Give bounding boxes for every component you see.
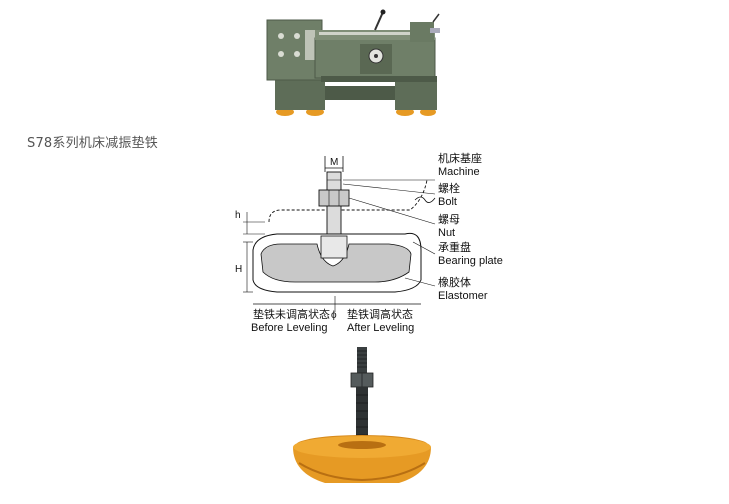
callout-elastomer-cn: 橡胶体 — [438, 275, 471, 289]
state-after-cn: 垫铁调高状态 — [347, 307, 413, 321]
dim-h-large: H — [235, 264, 242, 275]
callout-machine-cn: 机床基座 — [438, 151, 482, 165]
dim-m: M — [330, 157, 338, 168]
leveling-mount-photo — [293, 347, 431, 483]
lathe-machine-image — [266, 9, 440, 116]
state-before-en: Before Leveling — [251, 322, 327, 334]
callout-nut-en: Nut — [438, 227, 455, 239]
callout-bearing-plate-cn: 承重盘 — [438, 240, 471, 254]
dim-h-small: h — [235, 210, 241, 221]
callout-bolt-en: Bolt — [438, 196, 457, 208]
state-before-cn: 垫铁未调高状态 — [253, 307, 330, 321]
leveling-mount-diagram: M h H ϕ 机床基座 Machine 螺栓 Bolt 螺母 Nut 承重盘 … — [235, 151, 503, 334]
product-caption: S78系列机床减振垫铁 — [27, 136, 158, 151]
dim-phi: ϕ — [331, 310, 337, 321]
callout-nut-cn: 螺母 — [438, 213, 460, 226]
callout-elastomer-en: Elastomer — [438, 290, 488, 302]
callout-bolt-cn: 螺栓 — [438, 181, 460, 195]
callout-machine-en: Machine — [438, 166, 480, 178]
state-after-en: After Leveling — [347, 322, 414, 334]
callout-bearing-plate-en: Bearing plate — [438, 255, 503, 267]
